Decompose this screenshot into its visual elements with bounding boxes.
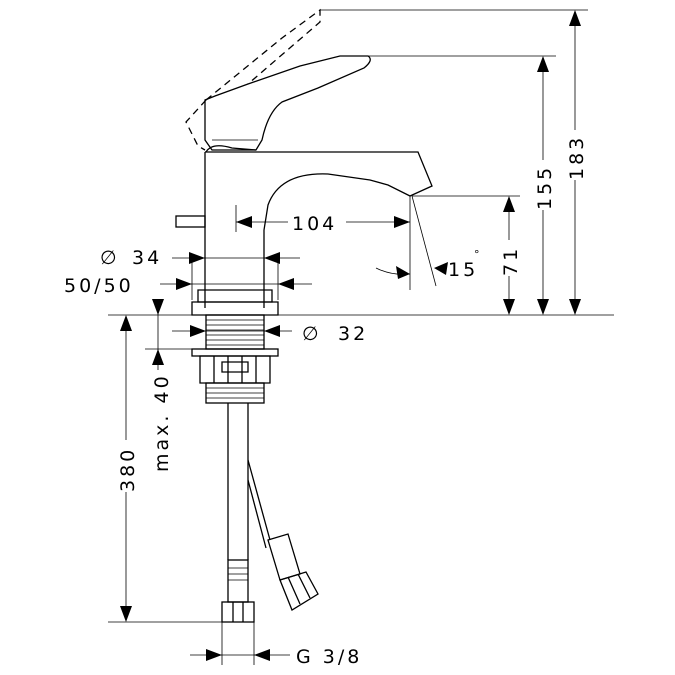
label-104: 104 [292,213,337,235]
label-155: 155 [534,165,556,210]
label-angle-15: 15 [448,259,478,281]
supply-hoses [221,403,319,623]
label-thread: G 3/8 [296,646,362,668]
label-380: 380 [117,447,139,492]
label-max-40: max. 40 [151,373,173,472]
label-diameter-symbol-34: ∅ [100,247,120,269]
dimension-labels: 183 155 71 104 15 ° ∅ 34 50/50 ∅ 32 max.… [64,130,588,668]
dim-diameter-34 [172,252,300,264]
label-diameter-32: 32 [338,323,368,345]
dim-thread [190,649,290,661]
label-183: 183 [566,135,588,180]
lever-alternate-position [185,8,321,151]
dim-50-50 [160,278,312,290]
label-angle-unit: ° [474,248,480,261]
extension-lines [108,9,614,665]
dim-max-40 [152,299,164,370]
label-diameter-34: 34 [132,247,162,269]
shank-assembly [191,314,279,404]
faucet-body [175,55,433,316]
label-diameter-symbol-32: ∅ [302,323,322,345]
dim-diameter-32 [172,325,292,337]
dim-angle-15 [375,262,448,279]
label-71: 71 [500,246,522,276]
label-50-50: 50/50 [64,275,134,297]
